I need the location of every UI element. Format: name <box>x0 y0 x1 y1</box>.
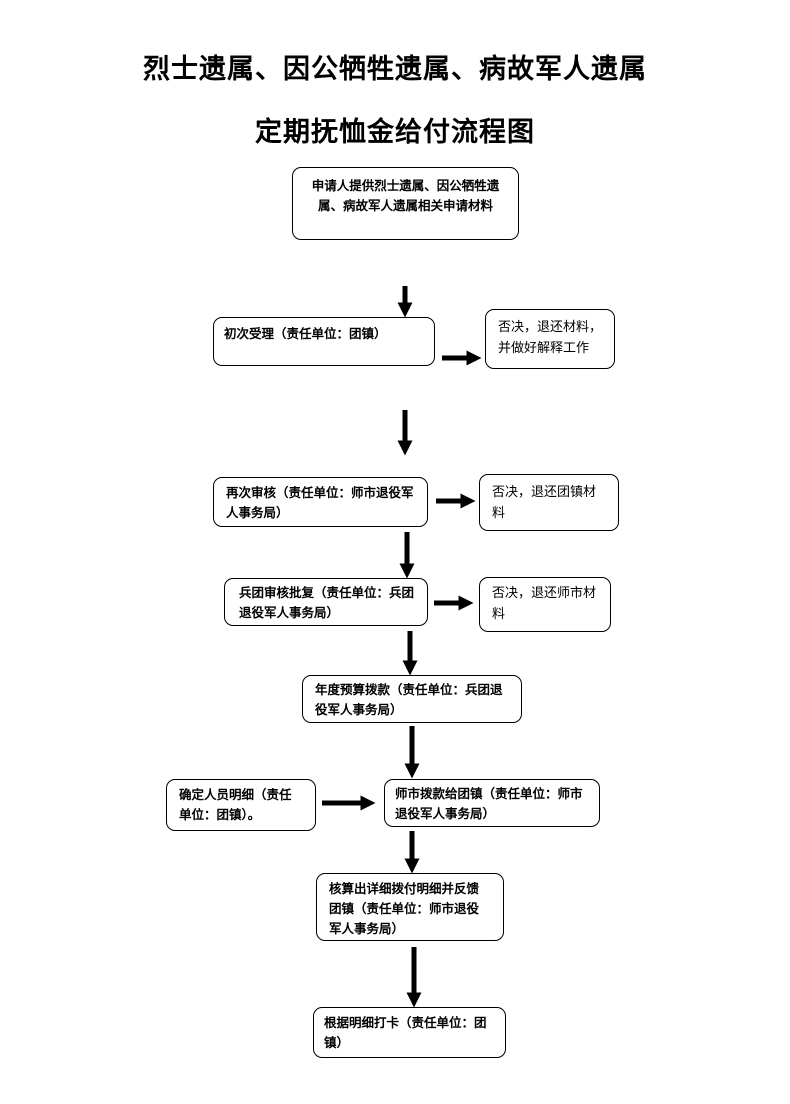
step-corps-approval: 兵团审核批复（责任单位：兵团退役军人事务局） <box>224 578 428 626</box>
step-first-accept: 初次受理（责任单位：团镇） <box>213 317 435 366</box>
step-apply: 申请人提供烈士遗属、因公牺牲遗属、病故军人遗属相关申请材料 <box>292 167 519 240</box>
title-line-2: 定期抚恤金给付流程图 <box>255 117 535 148</box>
step-second-review: 再次审核（责任单位：师市退役军人事务局） <box>213 477 428 527</box>
step-card-payment: 根据明细打卡（责任单位：团镇） <box>313 1007 506 1058</box>
step-calculate-feedback: 核算出详细拨付明细并反馈团镇（责任单位：师市退役军人事务局） <box>316 873 504 941</box>
reject-second: 否决，退还团镇材料 <box>479 474 619 531</box>
step-city-allocate: 师市拨款给团镇（责任单位：师市退役军人事务局） <box>384 779 600 827</box>
reject-first: 否决，退还材料，并做好解释工作 <box>485 309 615 369</box>
reject-third: 否决，退还师市材料 <box>479 577 611 632</box>
step-annual-budget: 年度预算拨款（责任单位：兵团退役军人事务局） <box>302 675 522 723</box>
step-confirm-persons: 确定人员明细（责任单位：团镇）。 <box>166 779 316 831</box>
title-line-1: 烈士遗属、因公牺牲遗属、病故军人遗属 <box>143 54 647 85</box>
